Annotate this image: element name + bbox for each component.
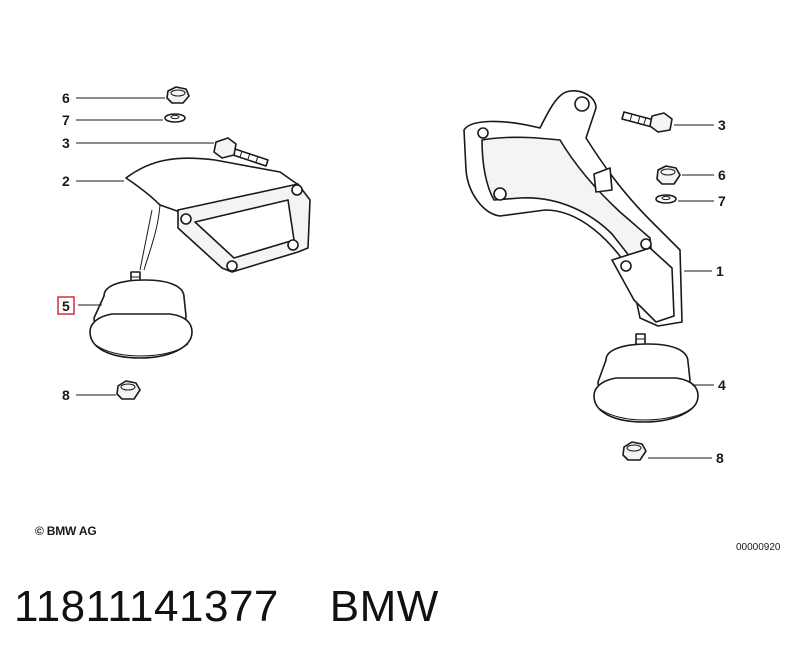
right-callout-8[interactable]: 8 <box>716 450 724 466</box>
drawing-number: 00000920 <box>736 542 781 553</box>
left-callout-2[interactable]: 2 <box>62 173 70 189</box>
right-callout-1[interactable]: 1 <box>716 263 724 279</box>
right-nut-8-part[interactable] <box>622 441 647 461</box>
right-bolt-3-part[interactable] <box>621 111 673 133</box>
brand-name: BMW <box>329 582 439 631</box>
right-callout-3[interactable]: 3 <box>718 117 726 133</box>
left-engine-mount-5-part[interactable] <box>89 271 193 359</box>
left-callout-3[interactable]: 3 <box>62 135 70 151</box>
copyright-text: © BMW AG <box>35 524 97 538</box>
left-bracket-2-part[interactable] <box>125 157 311 273</box>
caption: 11811141377 BMW <box>14 582 439 632</box>
left-callout-6[interactable]: 6 <box>62 90 70 106</box>
left-callout-5[interactable]: 5 <box>62 298 70 314</box>
right-bracket-1-part[interactable] <box>463 90 683 327</box>
left-nut-8-part[interactable] <box>116 380 141 400</box>
part-number: 11811141377 <box>14 582 279 631</box>
right-engine-mount-4-part[interactable] <box>593 333 699 423</box>
right-callout-4[interactable]: 4 <box>718 377 726 393</box>
left-callout-7[interactable]: 7 <box>62 112 70 128</box>
right-nut-6-part[interactable] <box>656 165 681 185</box>
right-assembly: 3 6 7 1 4 8 <box>463 90 726 466</box>
right-washer-7-part[interactable] <box>655 194 677 204</box>
right-callout-6[interactable]: 6 <box>718 167 726 183</box>
right-callout-7[interactable]: 7 <box>718 193 726 209</box>
left-washer-7-part[interactable] <box>164 113 186 123</box>
left-assembly: 6 7 3 2 5 8 <box>57 86 311 403</box>
highlight-box <box>57 296 75 315</box>
left-callout-8[interactable]: 8 <box>62 387 70 403</box>
left-bolt-3-part[interactable] <box>213 137 269 167</box>
left-nut-6-part[interactable] <box>166 86 190 104</box>
parts-diagram: 6 7 3 2 5 8 <box>57 86 726 466</box>
